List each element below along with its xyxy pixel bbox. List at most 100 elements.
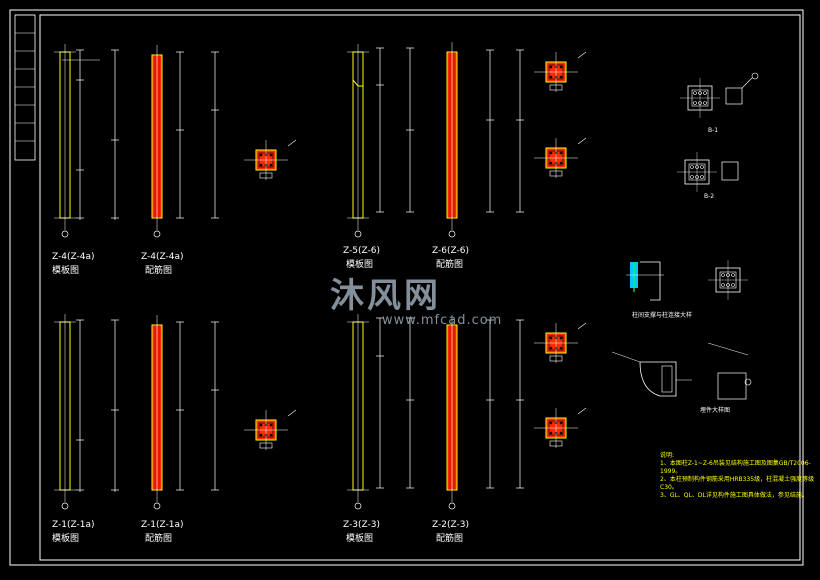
column-sections — [244, 51, 587, 450]
view-title-z4-template: Z-4(Z-4a) — [52, 252, 95, 262]
detail-b1-leader — [741, 77, 753, 89]
z5-section-b-leader — [577, 137, 587, 145]
z4-section-bar — [269, 153, 273, 157]
detail-b2-bar — [690, 165, 694, 169]
z5-section-a-dim-box — [549, 84, 563, 91]
z2-section-b-bar — [549, 431, 553, 435]
z5-section-b-dim-box — [549, 170, 563, 177]
corbel-plate — [661, 365, 673, 393]
z5-section-b-bar — [549, 151, 553, 155]
embed-bubble — [744, 378, 752, 386]
z1-section-bar — [259, 423, 263, 427]
z2-section-b-bar — [559, 421, 563, 425]
view-subtitle-z4-rebar: 配筋图 — [145, 266, 173, 276]
z2-section-a-leader — [577, 322, 587, 330]
z1-rebar-axis-bubble — [153, 502, 161, 510]
view-title-z5-template: Z-5(Z-6) — [343, 246, 380, 256]
embed-elev — [717, 372, 747, 400]
z1-section-bar — [269, 423, 273, 427]
view-subtitle-z1-template: 模板图 — [52, 534, 80, 544]
corbel-leader — [611, 351, 641, 363]
detail-b1-bar — [693, 101, 697, 105]
notes-heading: 说明: — [660, 452, 675, 459]
z2-section-a-bar — [549, 346, 553, 350]
view-subtitle-z5-rebar: 配筋图 — [436, 260, 464, 270]
detail-b1-bar — [703, 101, 707, 105]
title-strip — [14, 14, 36, 161]
z2-section-b-dim-box — [549, 440, 563, 447]
z4-section-leader — [287, 139, 297, 147]
detail-b2-bar — [690, 175, 694, 179]
view-title-z5-rebar: Z-6(Z-6) — [432, 246, 469, 256]
drawing-frame — [9, 9, 804, 566]
z1-section-bar — [259, 433, 263, 437]
view-title-z1-rebar: Z-1(Z-1a) — [141, 520, 184, 530]
bracket-plate — [640, 261, 661, 301]
z5-section-a-bar — [559, 75, 563, 79]
z4-section-bar — [269, 163, 273, 167]
z2-section-a-bar — [559, 336, 563, 340]
watermark: 沐风网 www.mfcad.com — [330, 268, 502, 328]
detail-b2-label: B-2 — [704, 193, 715, 200]
z1-section-bar — [269, 433, 273, 437]
notes-line-3: 3、GL、QL、DL详见构件施工图具体做法，参见结施。 — [660, 492, 808, 499]
watermark-en: www.mfcad.com — [382, 313, 503, 328]
z2-rebar-axis-bubble — [448, 502, 456, 510]
z5-section-a-bar — [549, 75, 553, 79]
column-elevations — [54, 42, 524, 510]
z5-section-b-bar — [559, 151, 563, 155]
z3-template-axis-bubble — [354, 502, 362, 510]
detail-drawings — [611, 72, 759, 400]
notes-line-2: 2、本柱预制构件钢筋采用HRB335级，柱混凝土强度等级C30。 — [660, 476, 815, 491]
z4-section-bar — [259, 153, 263, 157]
detail-b2-bar — [700, 165, 704, 169]
detail-b1-bar — [693, 91, 697, 95]
z5-section-a-bar — [549, 65, 553, 69]
z5-section-b-bar — [549, 161, 553, 165]
detail-b2-bar — [700, 175, 704, 179]
z2-section-a-bar — [549, 336, 553, 340]
embed-detail-caption: 埋件大样图 — [700, 407, 731, 414]
inner-frame — [39, 14, 801, 561]
detail-b1-label: B-1 — [708, 127, 719, 134]
z5-section-a-leader — [577, 51, 587, 59]
view-title-z1-template: Z-1(Z-1a) — [52, 520, 95, 530]
view-subtitle-z2-rebar: 配筋图 — [436, 534, 464, 544]
z2-section-b-leader — [577, 407, 587, 415]
z5-template-step — [352, 52, 364, 218]
z5-template-axis-bubble — [354, 230, 362, 238]
z2-section-b-bar — [549, 421, 553, 425]
z1-section-leader — [287, 409, 297, 417]
notes-line-1: 1、本图柱Z-1~Z-6吊装见结构施工图及图集GB/T2006-1999。 — [660, 460, 811, 475]
sheet-border — [9, 9, 804, 566]
embed-plan-bar — [721, 283, 725, 287]
z4-section-bar — [259, 163, 263, 167]
detail-b1-plate — [725, 87, 743, 105]
view-subtitle-z3-template: 模板图 — [346, 534, 374, 544]
z4-rebar-axis-bubble — [153, 230, 161, 238]
corbel-outline — [639, 361, 677, 397]
design-notes: 说明: 1、本图柱Z-1~Z-6吊装见结构施工图及图集GB/T2006-1999… — [660, 452, 820, 500]
z2-section-a-bar — [559, 346, 563, 350]
detail-b2-plate — [721, 161, 739, 181]
embed-plan-bar — [721, 273, 725, 277]
z5-section-a-bar — [559, 65, 563, 69]
z4-section-dim-box — [259, 172, 273, 179]
embed-plan-bar — [731, 283, 735, 287]
z2-section-a-dim-box — [549, 355, 563, 362]
view-subtitle-z5-template: 模板图 — [346, 260, 374, 270]
bracket-detail-caption: 柱间支撑与柱连接大样 — [632, 312, 693, 319]
z5-rebar-axis-bubble — [448, 230, 456, 238]
embed-leader — [707, 342, 749, 356]
view-title-z2-rebar: Z-2(Z-3) — [432, 520, 469, 530]
z1-template-axis-bubble — [61, 502, 69, 510]
view-subtitle-z1-rebar: 配筋图 — [145, 534, 173, 544]
embed-plan-bar — [731, 273, 735, 277]
z4-template-axis-bubble — [61, 230, 69, 238]
view-title-z3-template: Z-3(Z-3) — [343, 520, 380, 530]
view-subtitle-z4-template: 模板图 — [52, 266, 80, 276]
detail-b1-bubble — [751, 72, 759, 80]
detail-b1-bar — [703, 91, 707, 95]
z1-section-dim-box — [259, 442, 273, 449]
